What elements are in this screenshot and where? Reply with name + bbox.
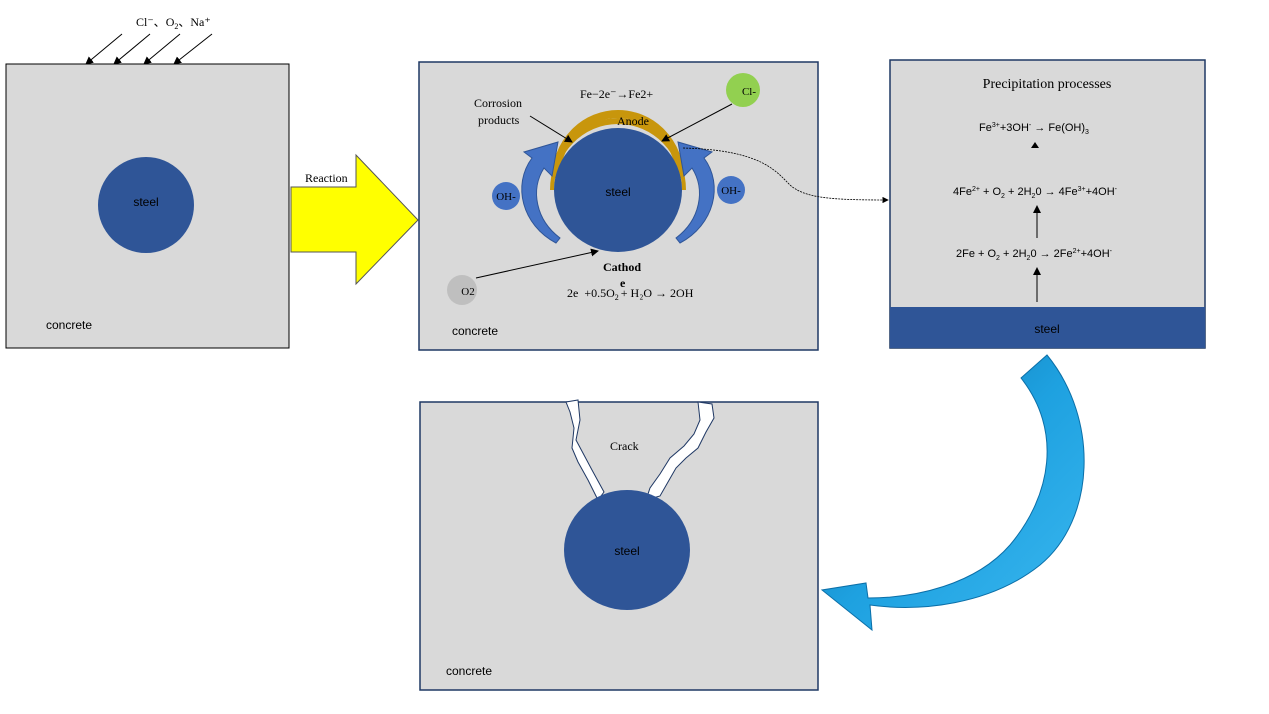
corrosion-products-arrow [529, 115, 573, 143]
ingress-arrows [85, 33, 213, 65]
oh-flow-arrow-right [675, 141, 715, 244]
ingress-arrow [173, 33, 213, 65]
steel-bar [98, 157, 194, 253]
cathode-label-2: e [620, 276, 626, 290]
chloride-label: Cl- [742, 86, 756, 98]
equation-ferrous-oxidation: 4Fe2+ + O2 + 2H20 → 4Fe3++4OH- [953, 186, 1118, 200]
steel-bar [554, 128, 682, 252]
hydroxide-ion-right [717, 176, 745, 204]
ions-label: Cl⁻、O2、Na⁺ [136, 15, 211, 31]
oh-flow-arrow-left [521, 141, 561, 244]
concrete-label: concrete [452, 324, 498, 338]
hydroxide-ion-left [492, 182, 520, 210]
equation-ferric-hydroxide: Fe3++3OH- → Fe(OH)3 [979, 122, 1089, 136]
corrosion-product-arc [552, 110, 684, 179]
corrosion-products-label-2: products [478, 113, 520, 127]
oxygen-molecule [447, 275, 477, 305]
oxygen-arrow [475, 248, 599, 279]
concrete-label: concrete [46, 318, 92, 332]
precipitation-box [889, 59, 1206, 349]
link-arrow-to-precipitation [682, 147, 889, 204]
chloride-arrow [661, 103, 733, 142]
corrosion-products-label-1: Corrosion [474, 96, 522, 110]
yellow-arrow [290, 153, 419, 286]
steel-label: steel [133, 195, 158, 209]
concrete-label: concrete [446, 664, 492, 678]
cathode-reaction: 2e+0.5O2+ H₂O → 2OH [567, 286, 694, 302]
anode-label: Anode [617, 114, 649, 128]
oxygen-label: O2 [461, 286, 474, 298]
reaction-arrow: Reaction [290, 153, 419, 286]
equation-iron-oxidation: 2Fe + O2 + 2H20 → 2Fe2++4OH- [956, 248, 1113, 262]
crack-label: Crack [610, 439, 639, 453]
steel-layer [890, 307, 1205, 348]
steel-label: steel [1034, 322, 1059, 336]
steel-label: steel [614, 544, 639, 558]
oh-right-label: OH- [721, 185, 741, 197]
panel-corrosion: steel OH- OH- Cl- Fe−2e⁻→Fe2+ Anode Corr… [418, 61, 889, 351]
reaction-label: Reaction [305, 171, 348, 185]
arrow-up-marker [1031, 142, 1039, 148]
ingress-arrow [85, 33, 123, 65]
panel-initial: steel concrete Cl⁻、O2、Na⁺ [5, 15, 290, 349]
crack-right [645, 401, 715, 501]
anode-reaction: Fe−2e⁻→Fe2+ [580, 87, 653, 101]
return-arrow [820, 354, 1085, 632]
precipitation-title: Precipitation processes [983, 77, 1112, 92]
ingress-arrow [143, 33, 181, 65]
panel-precipitation: steel Precipitation processes Fe3++3OH- … [889, 59, 1206, 349]
ingress-arrow [113, 33, 151, 65]
steel-label: steel [605, 185, 630, 199]
steel-bar [564, 490, 690, 610]
cathode-label-1: Cathod [603, 260, 641, 274]
oh-left-label: OH- [496, 191, 516, 203]
chloride-ion [726, 73, 760, 107]
panel-cracking: steel Crack concrete [419, 399, 819, 691]
